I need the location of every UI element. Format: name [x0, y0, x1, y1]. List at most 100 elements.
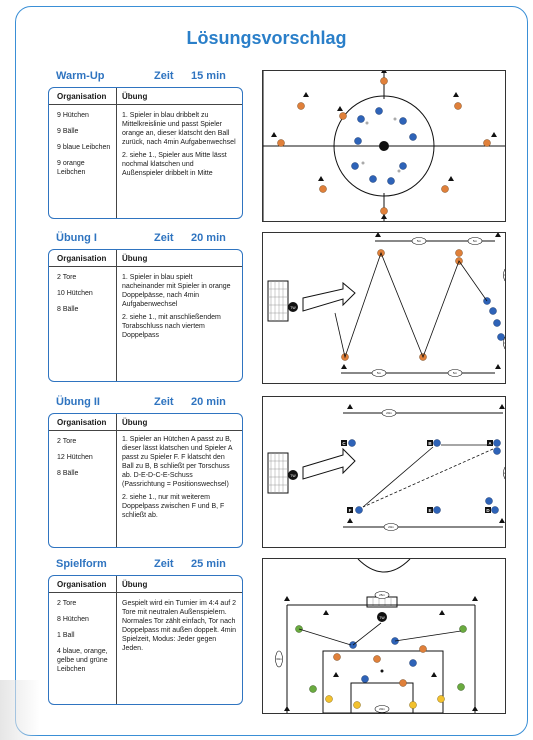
section-header: Warm-Up Zeit 15 min: [48, 70, 248, 86]
position-label-c: C: [342, 441, 346, 446]
section-name: Übung I: [56, 232, 97, 244]
time-label: Zeit: [154, 558, 174, 570]
uebung-item: 2. siehe 1., nur mit weiterem Doppelpass…: [122, 494, 225, 519]
uebung-item: 1. Spieler in blau dribbelt zu Mittelkre…: [122, 112, 236, 146]
organisation-item: 2 Tore: [57, 274, 77, 281]
uebung-header: Übung: [122, 254, 148, 263]
organisation-list: 2 Tore 8 Hütchen 1 Ball 4 blaue, orange,…: [57, 599, 113, 681]
duration: 15 min: [191, 70, 226, 82]
position-label-a: A: [488, 441, 492, 446]
uebung-list: 1. Spieler an Hütchen A passt zu B, dies…: [122, 435, 236, 524]
distance-label: 10m: [504, 273, 505, 277]
exercise-table: Organisation Übung 9 Hütchen 9 Bälle 9 b…: [48, 87, 243, 219]
organisation-list: 2 Tore 10 Hütchen 8 Bälle: [57, 273, 113, 321]
spielform-field-svg: TW 25m 30m 20m: [275, 559, 478, 713]
organisation-item: 2 Tore: [57, 600, 77, 607]
uebung2-diagram: TW C B A F E D 20m: [262, 396, 506, 548]
uebung-list: 1. Spieler in blau dribbelt zu Mittelkre…: [122, 111, 236, 182]
distance-label: 5m: [377, 371, 382, 375]
column-divider: [116, 88, 117, 218]
organisation-header: Organisation: [57, 92, 107, 101]
section-header: Übung I Zeit 20 min: [48, 232, 248, 248]
section-uebung-2: Übung II Zeit 20 min Organisation Übung …: [48, 396, 248, 548]
distance-label: 10m: [504, 341, 505, 345]
uebung-item: 2. siehe 1., mit anschließendem Torabsch…: [122, 314, 221, 339]
uebung-header: Übung: [122, 92, 148, 101]
goalkeeper-label: TW: [290, 474, 296, 478]
distance-label: 5m: [453, 371, 458, 375]
organisation-item: 10 Hütchen: [57, 290, 93, 297]
organisation-item: 9 blaue Leibchen: [57, 144, 111, 151]
goalkeeper-label: TW: [379, 616, 385, 620]
table-header: Organisation Übung: [49, 88, 242, 105]
organisation-item: 8 Hütchen: [57, 616, 89, 623]
time-label: Zeit: [154, 70, 174, 82]
distance-label: 20m: [379, 707, 385, 711]
distance-label: 20m: [504, 471, 505, 475]
duration: 20 min: [191, 232, 226, 244]
distance-label: 30m: [276, 657, 282, 661]
page-title: Lösungsvorschlag: [186, 28, 347, 48]
table-header: Organisation Übung: [49, 250, 242, 267]
exercise-table: Organisation Übung 2 Tore 10 Hütchen 8 B…: [48, 249, 243, 382]
uebung-header: Übung: [122, 418, 148, 427]
edge-shadow: [0, 680, 40, 740]
distance-label: 20m: [386, 411, 392, 415]
uebung-item: 1. Spieler an Hütchen A passt zu B, dies…: [122, 436, 233, 488]
section-spielform: Spielform Zeit 25 min Organisation Übung…: [48, 558, 248, 705]
distance-label: 20m: [388, 525, 394, 529]
position-label-d: D: [486, 508, 490, 513]
organisation-item: 9 Hütchen: [57, 112, 89, 119]
uebung-item: 1. Spieler in blau spielt nacheinander m…: [122, 274, 231, 308]
uebung-list: 1. Spieler in blau spielt nacheinander m…: [122, 273, 236, 344]
exercise-table: Organisation Übung 2 Tore 12 Hütchen 8 B…: [48, 413, 243, 548]
organisation-item: 1 Ball: [57, 632, 75, 639]
section-uebung-1: Übung I Zeit 20 min Organisation Übung 2…: [48, 232, 248, 382]
column-divider: [116, 414, 117, 547]
distance-label: 25m: [379, 593, 385, 597]
table-header: Organisation Übung: [49, 576, 242, 593]
organisation-list: 9 Hütchen 9 Bälle 9 blaue Leibchen 9 ora…: [57, 111, 113, 184]
uebung-list: Gespielt wird ein Turnier im 4:4 auf 2 T…: [122, 599, 236, 657]
organisation-item: 4 blaue, orange, gelbe und grüne Leibche…: [57, 648, 108, 673]
organisation-header: Organisation: [57, 580, 107, 589]
position-label-b: B: [428, 441, 432, 446]
distance-label: 5m: [473, 239, 478, 243]
table-header: Organisation Übung: [49, 414, 242, 431]
organisation-list: 2 Tore 12 Hütchen 8 Bälle: [57, 437, 113, 485]
goalkeeper-label: TW: [290, 306, 296, 310]
section-header: Spielform Zeit 25 min: [48, 558, 248, 574]
time-label: Zeit: [154, 396, 174, 408]
section-name: Spielform: [56, 558, 107, 570]
duration: 25 min: [191, 558, 226, 570]
organisation-header: Organisation: [57, 418, 107, 427]
organisation-header: Organisation: [57, 254, 107, 263]
duration: 20 min: [191, 396, 226, 408]
column-divider: [116, 576, 117, 704]
exercise-table: Organisation Übung 2 Tore 8 Hütchen 1 Ba…: [48, 575, 243, 705]
uebung-header: Übung: [122, 580, 148, 589]
spielform-diagram: TW 25m 30m 20m: [262, 558, 506, 714]
section-name: Übung II: [56, 396, 100, 408]
position-label-f: F: [349, 508, 352, 513]
section-header: Übung II Zeit 20 min: [48, 396, 248, 412]
uebung-item: 2. siehe 1., Spieler aus Mitte lässt noc…: [122, 152, 227, 177]
organisation-item: 12 Hütchen: [57, 454, 93, 461]
section-name: Warm-Up: [56, 70, 105, 82]
organisation-item: 8 Bälle: [57, 470, 79, 477]
organisation-item: 2 Tore: [57, 438, 77, 445]
organisation-item: 9 Bälle: [57, 128, 79, 135]
column-divider: [116, 250, 117, 381]
position-label-e: E: [428, 508, 431, 513]
uebung1-field-svg: TW 5m 5m 5m 5m 10m 10m: [267, 233, 505, 377]
distance-label: 5m: [417, 239, 422, 243]
uebung-item: Gespielt wird ein Turnier im 4:4 auf 2 T…: [122, 600, 237, 652]
time-label: Zeit: [154, 232, 174, 244]
organisation-item: 9 orange Leibchen: [57, 160, 86, 176]
warmup-diagram: [262, 70, 506, 222]
organisation-item: 8 Bälle: [57, 306, 79, 313]
section-warm-up: Warm-Up Zeit 15 min Organisation Übung 9…: [48, 70, 248, 219]
uebung2-field-svg: TW C B A F E D 20m: [267, 404, 505, 531]
warmup-field-svg: [263, 71, 505, 221]
uebung1-diagram: TW 5m 5m 5m 5m 10m 10m: [262, 232, 506, 384]
